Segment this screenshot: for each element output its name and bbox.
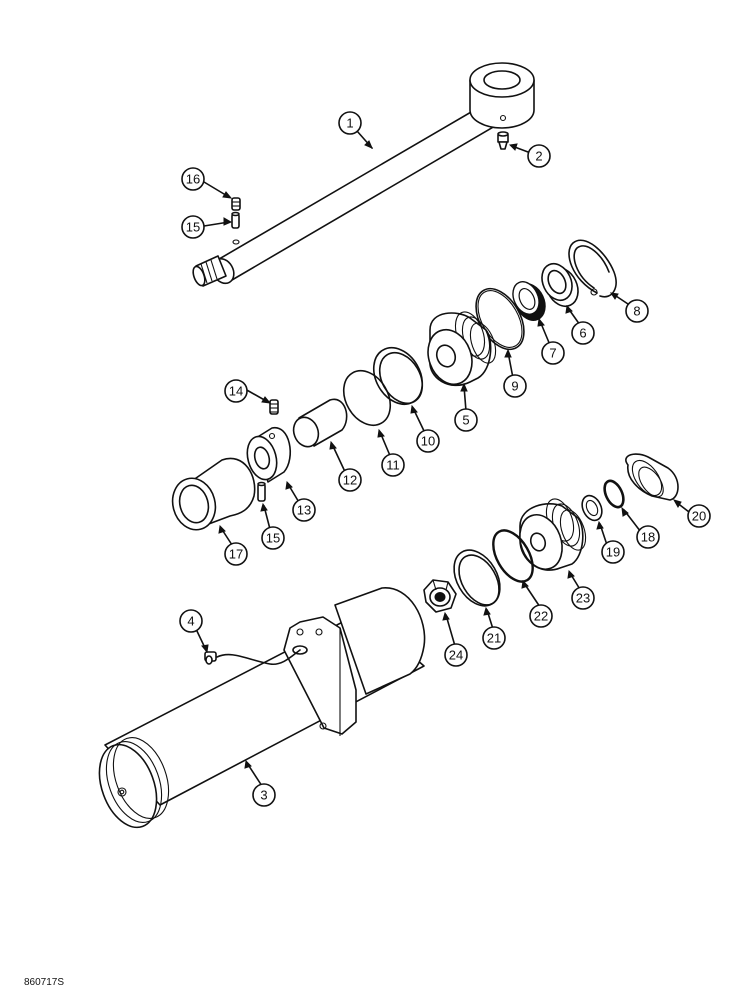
drawing-code: 860717S xyxy=(24,977,64,988)
callout-18: 18 xyxy=(636,525,660,549)
callout-15-upper-text: 15 xyxy=(186,220,200,235)
sleeve-17 xyxy=(171,457,256,531)
callout-16: 16 xyxy=(181,167,205,191)
callout-21: 21 xyxy=(482,626,506,650)
callout-5: 5 xyxy=(454,408,478,432)
backup-ring-21 xyxy=(453,549,501,607)
callout-24: 24 xyxy=(444,643,468,667)
callout-3-text: 3 xyxy=(260,788,267,803)
callout-2-text: 2 xyxy=(535,149,542,164)
callout-9-text: 9 xyxy=(511,379,518,394)
callout-4-text: 4 xyxy=(187,614,194,629)
callout-19-text: 19 xyxy=(606,545,620,560)
callout-22: 22 xyxy=(529,604,553,628)
grease-fitting-2 xyxy=(497,131,509,150)
callout-1-text: 1 xyxy=(346,116,353,131)
callout-7: 7 xyxy=(541,341,565,365)
callout-20: 20 xyxy=(687,504,711,528)
callout-8: 8 xyxy=(625,299,649,323)
bushing-6 xyxy=(541,262,579,308)
cylinder-barrel xyxy=(98,587,426,829)
callout-9: 9 xyxy=(503,374,527,398)
callout-6: 6 xyxy=(571,321,595,345)
callout-12: 12 xyxy=(338,468,362,492)
callout-19: 19 xyxy=(601,540,625,564)
piston-23 xyxy=(519,498,587,571)
callout-17: 17 xyxy=(224,542,248,566)
o-ring-11 xyxy=(342,369,392,427)
callout-23: 23 xyxy=(571,586,595,610)
callout-4: 4 xyxy=(179,609,203,633)
callout-11-text: 11 xyxy=(386,458,400,473)
callout-16-text: 16 xyxy=(186,172,200,187)
callout-5-text: 5 xyxy=(462,413,469,428)
grease-fitting-4 xyxy=(204,649,301,666)
o-ring-22 xyxy=(492,529,534,583)
pin-15-lower xyxy=(257,481,266,502)
piston-nut-13 xyxy=(246,427,292,483)
callout-20-text: 20 xyxy=(692,509,706,524)
spacer-12 xyxy=(292,398,348,448)
callout-1: 1 xyxy=(338,111,362,135)
set-screw-16 xyxy=(231,197,241,211)
callout-7-text: 7 xyxy=(549,346,556,361)
pin-15-upper xyxy=(231,211,240,229)
callout-17-text: 17 xyxy=(229,547,243,562)
callout-2: 2 xyxy=(527,144,551,168)
lock-nut-24 xyxy=(423,579,457,613)
set-screw-14 xyxy=(269,399,279,415)
callout-15-upper: 15 xyxy=(181,215,205,239)
callout-14: 14 xyxy=(224,379,248,403)
callout-23-text: 23 xyxy=(576,591,590,606)
backup-ring-19 xyxy=(581,494,603,522)
wiper-seal-7 xyxy=(512,281,546,321)
gland-5 xyxy=(427,311,497,387)
callout-10-text: 10 xyxy=(421,434,435,449)
snap-ring-8 xyxy=(568,239,617,298)
callout-21-text: 21 xyxy=(487,631,501,646)
callout-10: 10 xyxy=(416,429,440,453)
callout-15-lower-text: 15 xyxy=(266,531,280,546)
callout-14-text: 14 xyxy=(229,384,243,399)
callout-11: 11 xyxy=(381,453,405,477)
piston-rod xyxy=(192,62,535,287)
callout-13-text: 13 xyxy=(297,503,311,518)
callout-13: 13 xyxy=(292,498,316,522)
callout-3: 3 xyxy=(252,783,276,807)
callout-12-text: 12 xyxy=(343,473,357,488)
o-ring-18 xyxy=(603,479,625,509)
callout-18-text: 18 xyxy=(641,530,655,545)
callout-22-text: 22 xyxy=(534,609,548,624)
callout-6-text: 6 xyxy=(579,326,586,341)
callout-8-text: 8 xyxy=(633,304,640,319)
wear-ring-20 xyxy=(625,453,679,501)
callout-24-text: 24 xyxy=(449,648,463,663)
callout-15-lower: 15 xyxy=(261,526,285,550)
